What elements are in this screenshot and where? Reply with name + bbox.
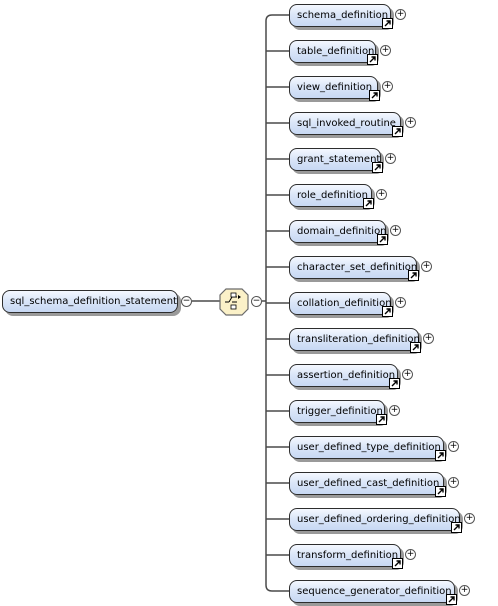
reference-arrow-icon (435, 486, 446, 497)
reference-arrow-icon (382, 306, 393, 317)
root-element-node[interactable]: sql_schema_definition_statement (2, 290, 178, 313)
child-expand-toggle[interactable]: + (405, 549, 416, 560)
reference-arrow-icon (382, 18, 393, 29)
child-expand-toggle[interactable]: + (376, 189, 387, 200)
child-expand-toggle[interactable]: + (405, 117, 416, 128)
child-element-node[interactable]: transform_definition (289, 544, 403, 569)
reference-arrow-icon (369, 90, 380, 101)
child-element-label: sql_invoked_routine (297, 118, 396, 129)
child-expand-toggle[interactable]: + (421, 261, 432, 272)
child-expand-toggle[interactable]: + (395, 9, 406, 20)
reference-arrow-icon (410, 342, 421, 353)
reference-arrow-icon (451, 522, 462, 533)
child-expand-toggle[interactable]: + (385, 153, 396, 164)
child-element-label: character_set_definition (297, 262, 418, 273)
child-element-label: role_definition (297, 190, 369, 201)
child-element-label: user_defined_ordering_definition (297, 514, 461, 525)
child-element-node[interactable]: domain_definition (289, 220, 388, 245)
child-expand-toggle[interactable]: + (448, 477, 459, 488)
child-element-label: trigger_definition (297, 406, 383, 417)
child-element-label: table_definition (297, 46, 375, 57)
root-element-label: sql_schema_definition_statement (10, 296, 177, 307)
child-element-label: domain_definition (297, 226, 387, 237)
child-element-node[interactable]: assertion_definition (289, 364, 400, 389)
root-collapse-toggle[interactable]: − (181, 296, 192, 307)
child-element-label: transform_definition (297, 550, 399, 561)
child-element-label: user_defined_type_definition (297, 442, 441, 453)
reference-arrow-icon (377, 234, 388, 245)
child-element-node[interactable]: user_defined_cast_definition (289, 472, 446, 497)
child-element-label: collation_definition (297, 298, 392, 309)
child-element-label: view_definition (297, 82, 373, 93)
child-expand-toggle[interactable]: + (382, 81, 393, 92)
child-expand-toggle[interactable]: + (459, 585, 470, 596)
reference-arrow-icon (408, 270, 419, 281)
child-element-node[interactable]: schema_definition (289, 4, 393, 29)
child-element-label: user_defined_cast_definition (297, 478, 440, 489)
child-expand-toggle[interactable]: + (423, 333, 434, 344)
reference-arrow-icon (389, 378, 400, 389)
child-element-node[interactable]: role_definition (289, 184, 374, 209)
child-expand-toggle[interactable]: + (402, 369, 413, 380)
child-element-node[interactable]: table_definition (289, 40, 378, 65)
child-expand-toggle[interactable]: + (390, 225, 401, 236)
reference-arrow-icon (392, 558, 403, 569)
child-element-node[interactable]: view_definition (289, 76, 380, 101)
child-element-node[interactable]: grant_statement (289, 148, 383, 173)
child-element-node[interactable]: sequence_generator_definition (289, 580, 457, 605)
choice-branch-bus (265, 14, 273, 592)
child-element-label: schema_definition (297, 10, 389, 21)
child-element-node[interactable]: character_set_definition (289, 256, 419, 281)
child-element-label: grant_statement (297, 154, 381, 165)
child-element-node[interactable]: trigger_definition (289, 400, 387, 425)
child-expand-toggle[interactable]: + (389, 405, 400, 416)
child-element-label: transliteration_definition (297, 334, 420, 345)
child-element-node[interactable]: user_defined_type_definition (289, 436, 446, 461)
child-expand-toggle[interactable]: + (448, 441, 459, 452)
reference-arrow-icon (363, 198, 374, 209)
child-expand-toggle[interactable]: + (380, 45, 391, 56)
reference-arrow-icon (376, 414, 387, 425)
reference-arrow-icon (392, 126, 403, 137)
reference-arrow-icon (435, 450, 446, 461)
child-element-node[interactable]: sql_invoked_routine (289, 112, 403, 137)
reference-arrow-icon (372, 162, 383, 173)
reference-arrow-icon (446, 594, 457, 605)
child-element-node[interactable]: user_defined_ordering_definition (289, 508, 462, 533)
compositor-collapse-toggle[interactable]: − (251, 296, 262, 307)
child-element-label: assertion_definition (297, 370, 396, 381)
choice-compositor-icon (219, 288, 249, 316)
child-expand-toggle[interactable]: + (395, 297, 406, 308)
child-element-node[interactable]: transliteration_definition (289, 328, 421, 353)
child-element-node[interactable]: collation_definition (289, 292, 393, 317)
reference-arrow-icon (367, 54, 378, 65)
child-element-label: sequence_generator_definition (297, 586, 452, 597)
child-expand-toggle[interactable]: + (464, 513, 475, 524)
